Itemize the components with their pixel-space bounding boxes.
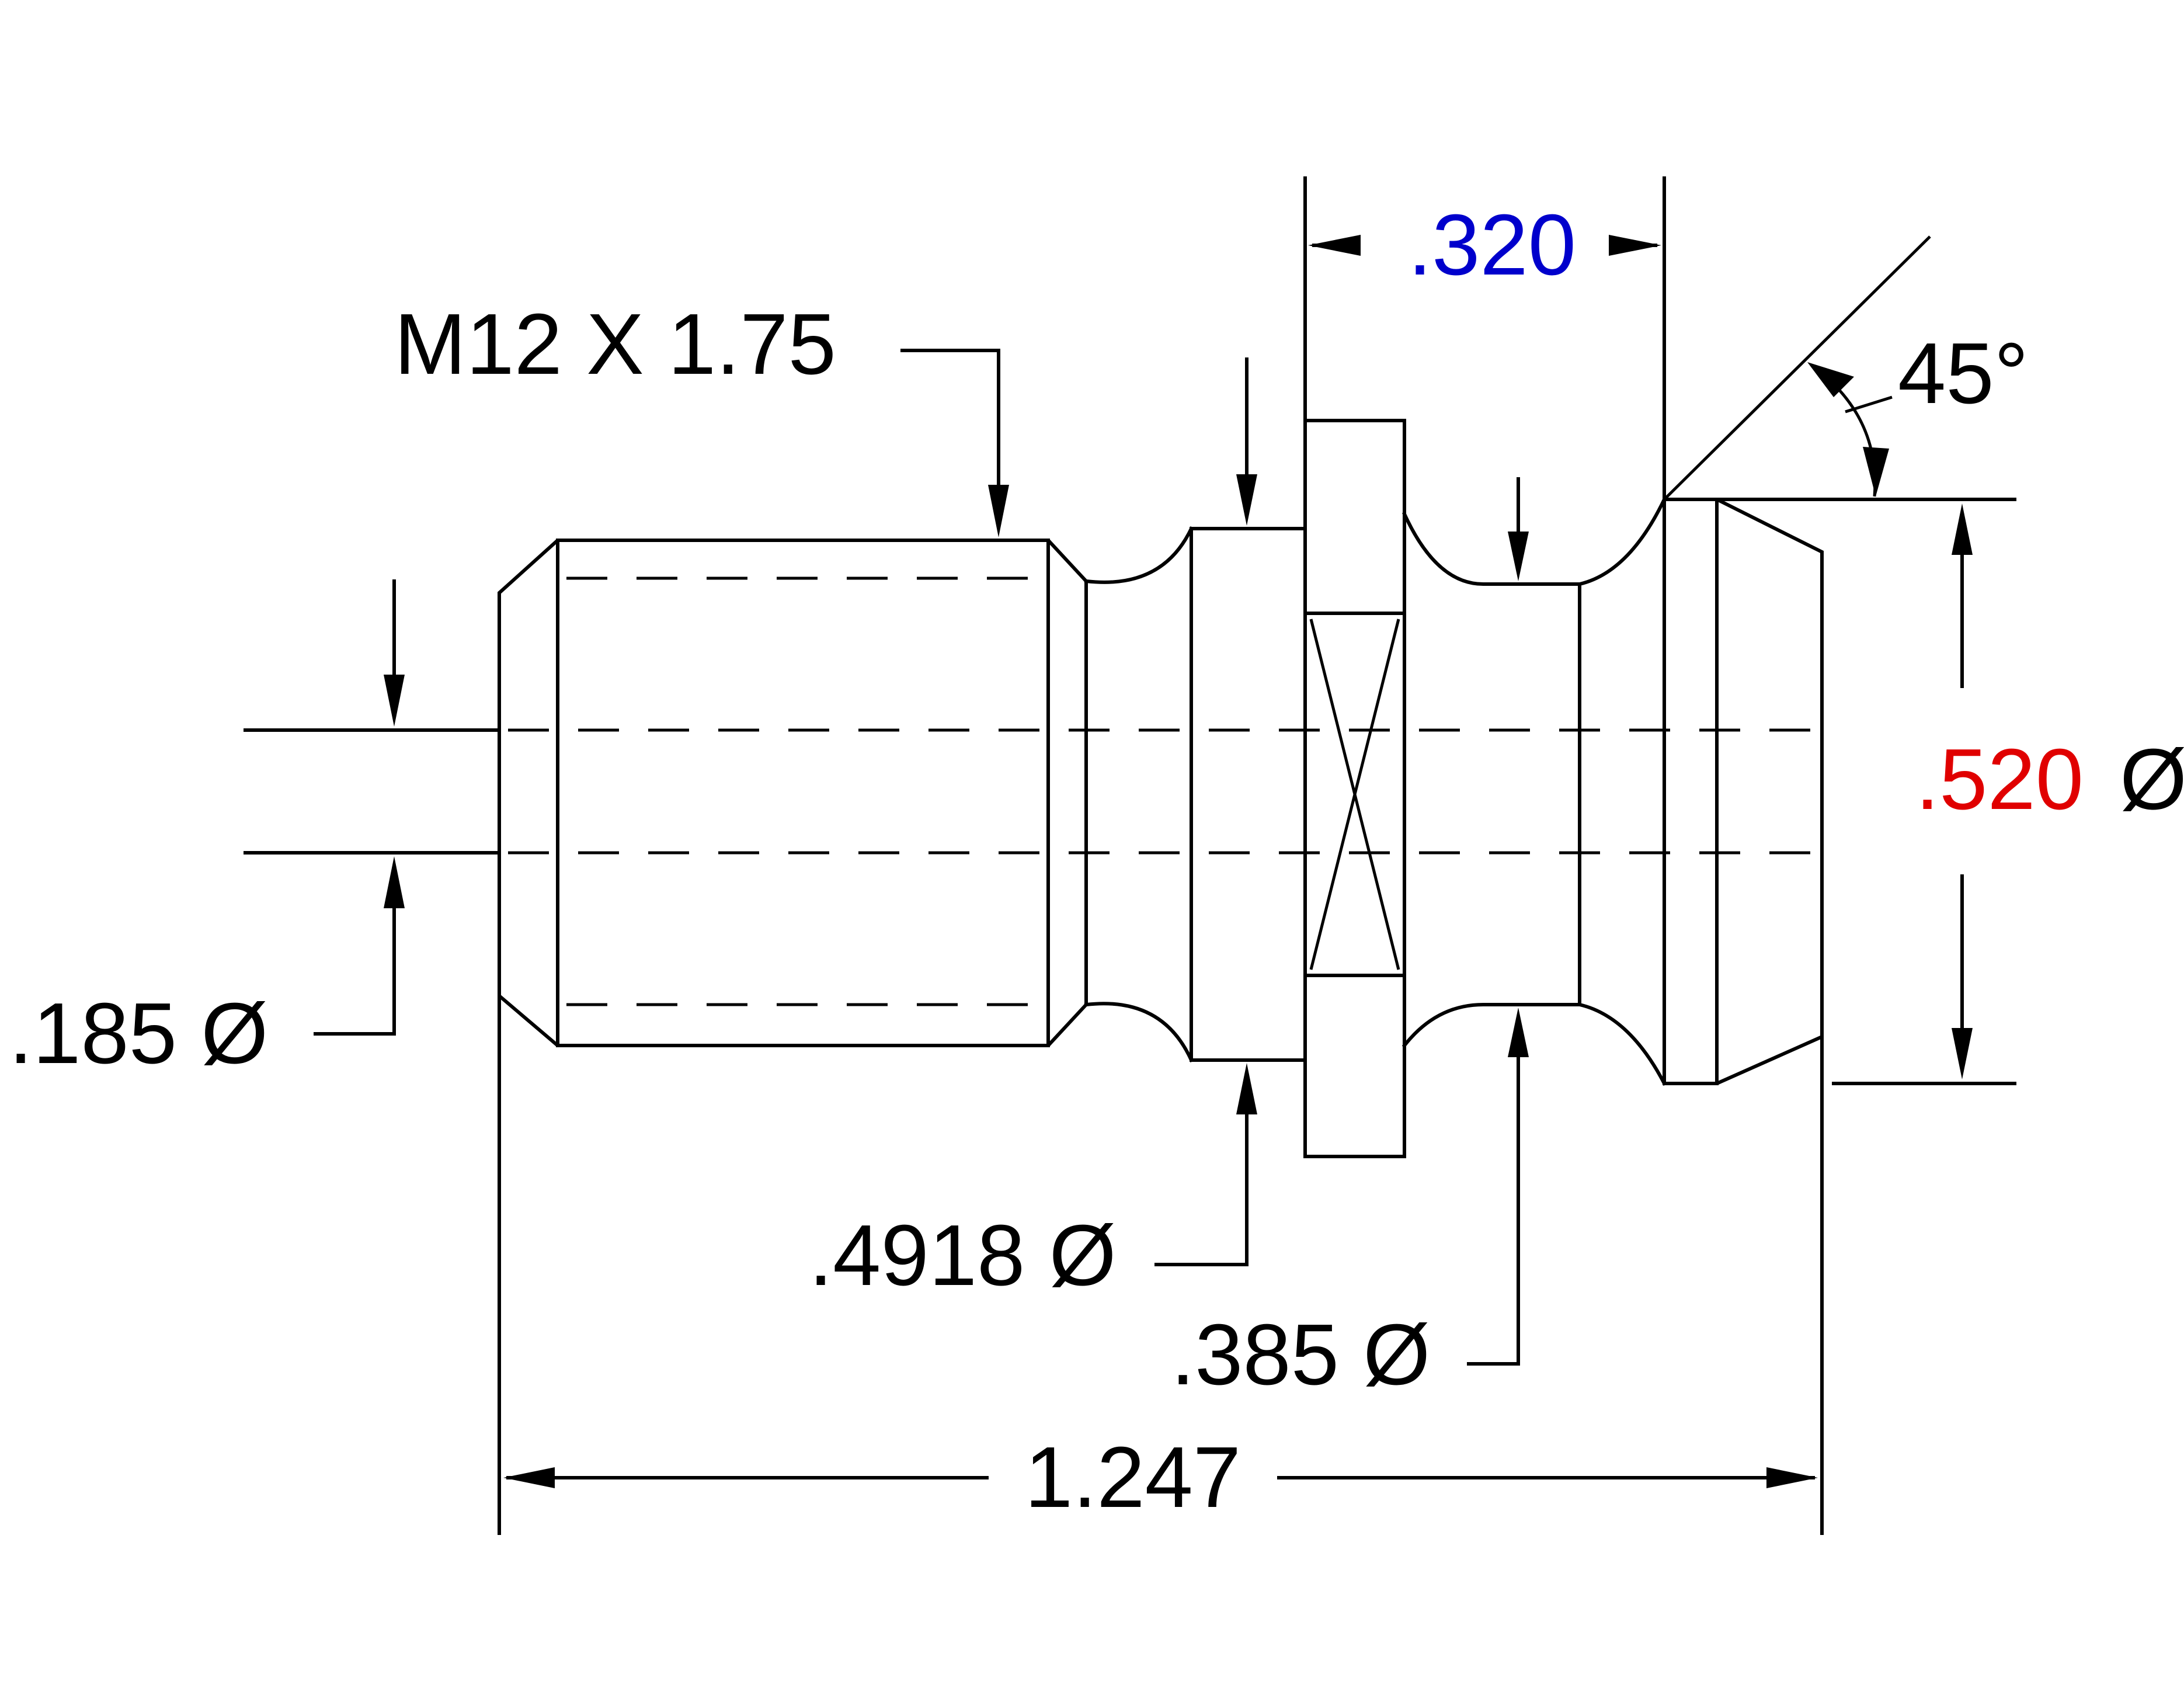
dim-1247 <box>498 994 1824 1535</box>
dim-1247-label: 1.247 <box>1025 1429 1241 1526</box>
dim-thread-label: M12 X 1.75 <box>394 296 836 393</box>
first-neck <box>1084 526 1194 1062</box>
dim-185-label: .185 Ø <box>9 985 268 1082</box>
dim-385 <box>1467 477 1529 1366</box>
dim-320 <box>1303 176 1666 501</box>
dim-520-symbol: Ø <box>2120 731 2184 828</box>
dim-520 <box>1832 498 2016 1085</box>
dim-4918-label: .4918 Ø <box>809 1207 1117 1304</box>
dim-185 <box>244 579 501 1036</box>
dim-4918 <box>1154 357 1257 1266</box>
groove-385 <box>1401 496 1667 1086</box>
dim-45-label: 45° <box>1898 325 2029 422</box>
dim-thread <box>900 349 1009 537</box>
dim-520-label: .520 <box>1915 731 2084 828</box>
dim-320-label: .320 <box>1408 197 1576 293</box>
dim-385-label: .385 Ø <box>1171 1307 1430 1403</box>
threaded-shank <box>498 539 1088 1047</box>
flange <box>1303 419 1406 1158</box>
internal-bore <box>508 728 1816 855</box>
